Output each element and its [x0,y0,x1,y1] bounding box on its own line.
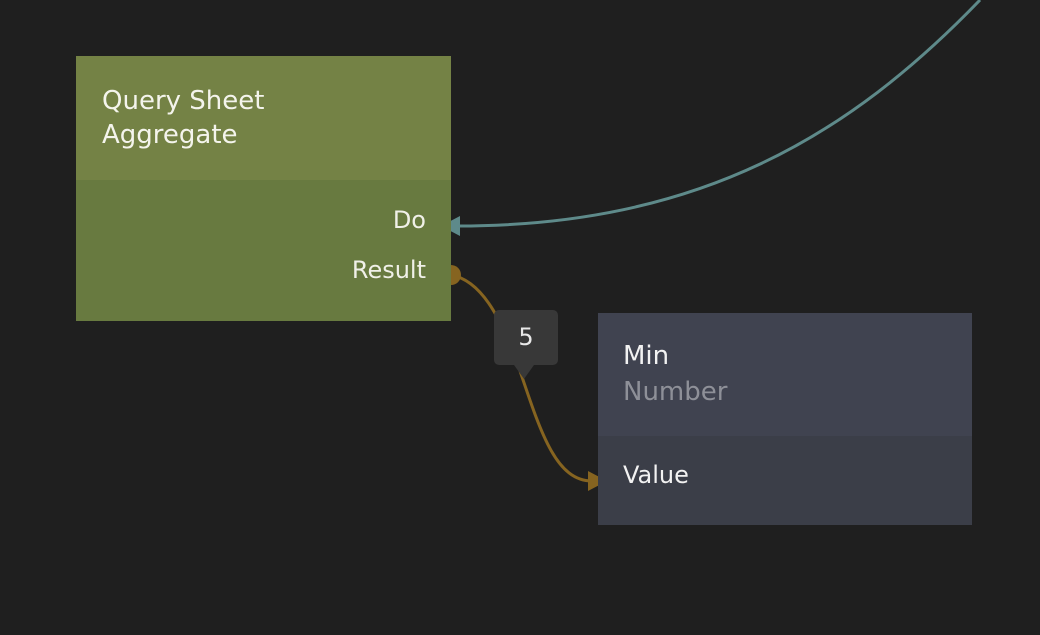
output-port-do[interactable]: Do [392,206,426,234]
do-connection[interactable] [457,0,982,228]
query-sheet-aggregate-node[interactable]: Query Sheet Aggregate Do Result [76,56,451,321]
min-number-node[interactable]: Min Number Value [598,313,972,525]
input-port-value[interactable]: Value [623,461,689,489]
node-title: Query Sheet Aggregate [102,86,265,150]
node-header: Min Number [598,313,972,436]
connection-value-tooltip: 5 [494,310,558,379]
value-arrow-icon [588,471,607,491]
output-port-result[interactable]: Result [351,256,426,284]
node-type: Number [623,377,728,407]
node-title: Min [623,341,670,371]
node-header: Query Sheet Aggregate [76,56,451,180]
